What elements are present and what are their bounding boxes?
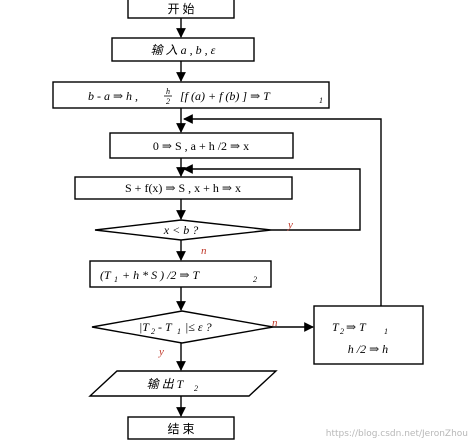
compute-t2-node: (T 1 + h * S ) /2 ⇒ T 2 [89, 260, 272, 288]
edge-loop-yes [183, 164, 361, 231]
compute-sub1: 1 [114, 275, 118, 284]
loop-decision: x < b ? [94, 219, 272, 241]
error-decision: |T 2 - T 1 |≤ ε ? [91, 310, 274, 344]
input-node: 输 入 a , b , ε [111, 37, 255, 62]
input-label: 输 入 a , b , ε [151, 43, 216, 57]
update-node: T 2 ⇒ T 1 h /2 ⇒ h [313, 305, 424, 365]
update-sub1: 1 [384, 327, 388, 336]
label-loop-yes: y [287, 219, 293, 231]
update-sub2: 2 [340, 327, 344, 336]
label-error-no: n [272, 317, 278, 329]
init-frac-num: h [166, 87, 170, 96]
error-part1: |T [139, 320, 150, 334]
output-label: 输 出 T [147, 377, 185, 391]
init-left-label: b - a ⇒ h , [88, 89, 138, 103]
label-error-yes: y [158, 346, 164, 358]
accumulate-label: S + f(x) ⇒ S , x + h ⇒ x [125, 181, 241, 195]
start-node: 开 始 [127, 0, 235, 19]
set-s-node: 0 ⇒ S , a + h /2 ⇒ x [109, 132, 294, 159]
compute-t2-part1: (T [100, 268, 112, 282]
output-node: 输 出 T 2 [88, 370, 278, 397]
error-part3: |≤ ε ? [185, 320, 212, 334]
watermark-text: https://blog.csdn.net/JeronZhou [326, 429, 468, 439]
output-sub: 2 [194, 384, 198, 393]
init-sub: 1 [319, 96, 323, 105]
init-frac-den: 2 [166, 97, 170, 106]
edge-update-back [183, 114, 382, 306]
compute-t2-part2: + h * S ) /2 ⇒ T [122, 268, 200, 282]
start-label: 开 始 [167, 2, 194, 16]
end-label: 结 束 [167, 422, 194, 436]
update-part2: ⇒ T [346, 320, 367, 334]
loop-decision-label: x < b ? [163, 223, 198, 237]
error-part2: - T [158, 320, 173, 334]
error-sub1: 1 [177, 327, 181, 336]
update-part1: T [332, 320, 340, 334]
init-right-label: [f (a) + f (b) ] ⇒ T [180, 89, 271, 103]
set-s-label: 0 ⇒ S , a + h /2 ⇒ x [153, 139, 249, 153]
label-loop-no: n [201, 245, 207, 257]
accumulate-node: S + f(x) ⇒ S , x + h ⇒ x [74, 176, 293, 200]
error-sub2: 2 [151, 327, 155, 336]
update-label-2: h /2 ⇒ h [348, 342, 388, 356]
end-node: 结 束 [127, 416, 235, 440]
compute-sub2: 2 [253, 275, 257, 284]
init-node: b - a ⇒ h , h 2 [f (a) + f (b) ] ⇒ T 1 [52, 81, 330, 109]
